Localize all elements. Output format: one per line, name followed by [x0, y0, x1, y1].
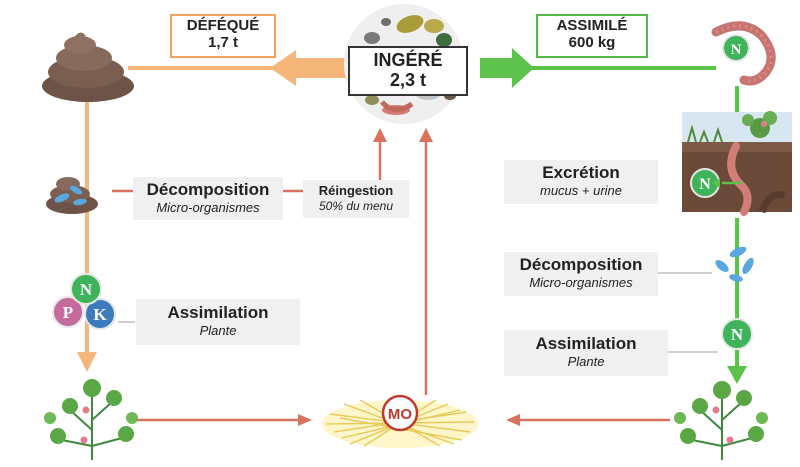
svg-text:N: N: [699, 176, 711, 193]
decomposition-left-title: Décomposition: [146, 180, 270, 199]
connectors-right: [118, 272, 718, 353]
svg-text:N: N: [731, 325, 744, 344]
ingere-box: INGÉRÉ 2,3 t: [348, 46, 468, 96]
assimile-box: ASSIMILÉ 600 kg: [536, 14, 648, 58]
nutrient-n-icon-worm: N: [722, 34, 750, 62]
assimilation-right-sub: Plante: [567, 354, 605, 369]
arrow-ingere-to-defeque: [128, 50, 348, 86]
ingere-value: 2,3 t: [389, 70, 427, 90]
dung-microbes-icon: [46, 177, 98, 214]
nutrient-n-icon-right: N: [721, 318, 753, 350]
assimilation-right-title: Assimilation: [535, 334, 637, 353]
svg-text:K: K: [93, 305, 107, 324]
microbe-icon: [715, 246, 754, 282]
decomposition-right-label: Décomposition Micro-organismes: [504, 252, 658, 296]
excretion-title: Excrétion: [542, 163, 620, 182]
decomposition-left-sub: Micro-organismes: [156, 200, 260, 215]
assimilation-left-label: Assimilation Plante: [136, 299, 300, 345]
arrow-left-vertical: [77, 102, 97, 372]
reingestion-title: Réingestion: [318, 183, 394, 198]
assimilation-right-label: Assimilation Plante: [504, 330, 668, 376]
decomposition-right-title: Décomposition: [519, 255, 643, 274]
arrow-reingestion-up: [373, 128, 387, 183]
decomposition-left-label: Décomposition Micro-organismes: [133, 177, 283, 220]
plant-left-icon: [44, 379, 138, 460]
nutrient-k-icon: K: [84, 298, 116, 330]
assimilation-left-sub: Plante: [199, 323, 237, 338]
nutrient-n-icon-left: N: [70, 273, 102, 305]
svg-text:MO: MO: [388, 406, 412, 423]
nutrient-p-icon: P: [52, 296, 84, 328]
reingestion-sub: 50% du menu: [318, 199, 394, 213]
plant-right-icon: [674, 381, 768, 460]
svg-text:N: N: [731, 42, 742, 58]
svg-text:N: N: [80, 280, 93, 299]
excretion-label: Excrétion mucus + urine: [504, 160, 658, 204]
defeque-title: DÉFÉQUÉ: [186, 17, 260, 34]
arrow-mo-up: [419, 128, 433, 395]
defeque-box: DÉFÉQUÉ 1,7 t: [170, 14, 276, 58]
assimile-value: 600 kg: [568, 34, 616, 51]
mo-badge: MO: [381, 394, 419, 432]
excretion-sub: mucus + urine: [539, 183, 622, 198]
soil-section-icon: [682, 111, 792, 216]
assimilation-left-title: Assimilation: [167, 303, 269, 322]
arrow-ingere-to-assimile: [480, 48, 716, 88]
arrow-plant-left-to-mo: [135, 414, 312, 426]
arrow-plant-right-to-mo: [506, 414, 670, 426]
ingere-title: INGÉRÉ: [373, 50, 443, 70]
nutrient-n-icon-soil: N: [690, 168, 742, 198]
decomposition-right-sub: Micro-organismes: [529, 275, 633, 290]
assimile-title: ASSIMILÉ: [556, 17, 628, 34]
svg-text:P: P: [63, 303, 73, 322]
worm-icon: [711, 21, 776, 86]
dung-pile-icon: [42, 32, 134, 102]
defeque-value: 1,7 t: [207, 34, 238, 51]
reingestion-label: Réingestion 50% du menu: [303, 180, 409, 218]
